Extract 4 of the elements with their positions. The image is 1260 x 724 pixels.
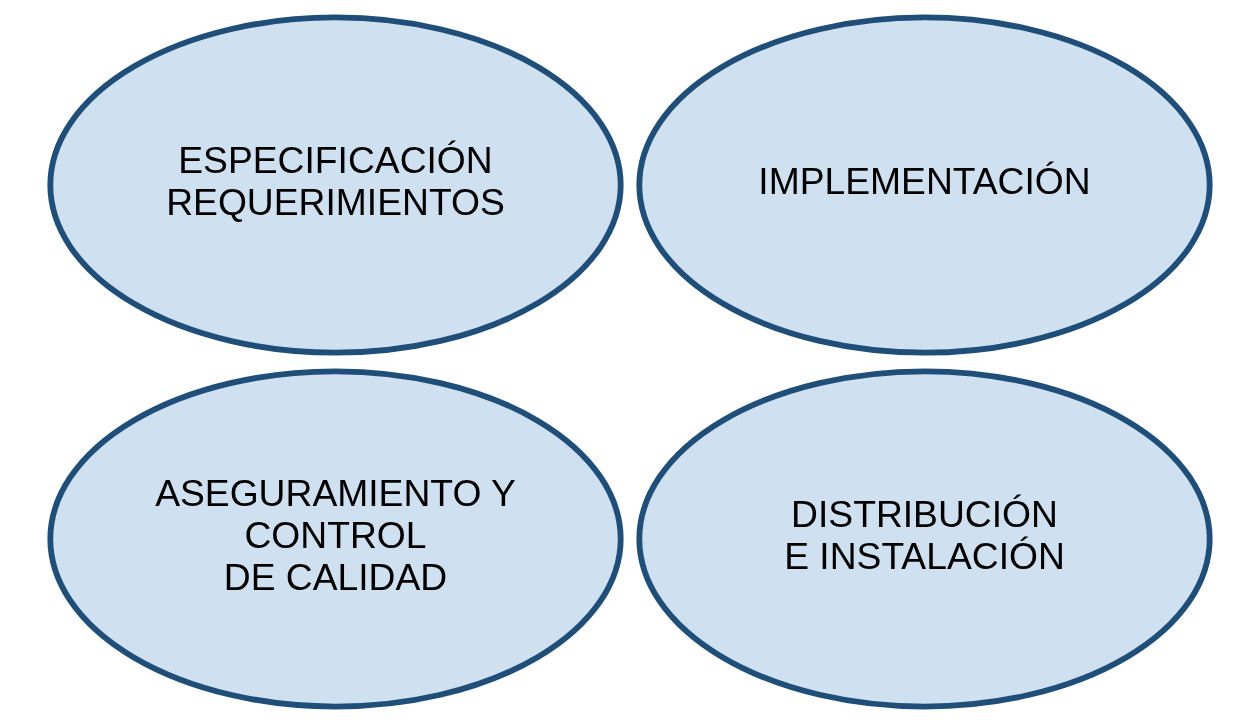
node-ellipse: ASEGURAMIENTO Y CONTROL DE CALIDAD bbox=[47, 368, 624, 710]
node-ellipse: DISTRIBUCIÓN E INSTALACIÓN bbox=[636, 368, 1213, 710]
node-ellipse: ESPECIFICACIÓN REQUERIMIENTOS bbox=[47, 14, 624, 356]
node-ellipse: IMPLEMENTACIÓN bbox=[636, 14, 1213, 356]
